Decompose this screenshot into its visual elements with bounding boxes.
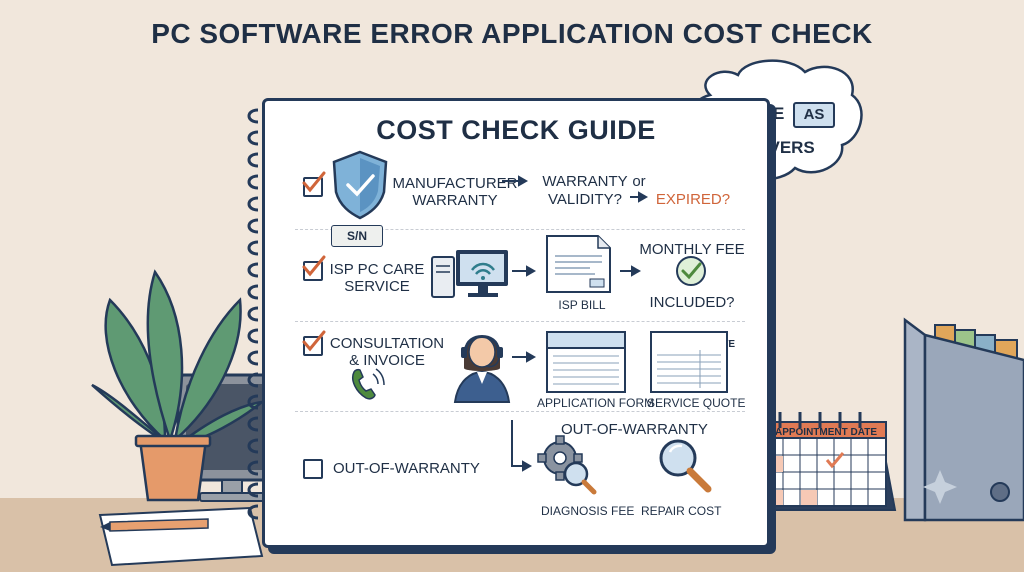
row-divider <box>295 229 745 230</box>
row-divider <box>295 321 745 322</box>
plant-icon <box>91 269 267 502</box>
application-form-caption: APPLICATION FORM <box>537 396 655 410</box>
row2-label-line1: ISP PC CARE <box>329 261 425 278</box>
row1-question-line1: WARRANTY <box>542 173 628 190</box>
checkbox-manufacturer-warranty[interactable] <box>303 177 323 197</box>
checkbox-out-of-warranty[interactable] <box>303 459 323 479</box>
row1-expired: EXPIRED? <box>655 191 731 208</box>
row2-result-line1: MONTHLY FEE <box>639 241 745 258</box>
repair-cost-caption: REPAIR COST <box>641 504 722 518</box>
guide-title: COST CHECK GUIDE <box>376 115 656 145</box>
isp-bill-caption: ISP BILL <box>558 298 606 312</box>
row-divider <box>295 411 745 412</box>
cost-check-notebook: COST CHECK GUIDE S/N MANUFACTURER WARRAN… <box>262 98 770 548</box>
paper-pencil-icon <box>98 506 264 567</box>
file-holder-icon <box>903 317 1024 522</box>
checkbox-consultation[interactable] <box>303 336 323 356</box>
row1-label-line1: MANUFACTURER <box>392 175 518 192</box>
diagnosis-fee-caption: DIAGNOSIS FEE <box>541 504 635 518</box>
row3-label-line1: CONSULTATION <box>329 335 445 352</box>
row2-label-line2: SERVICE <box>344 278 410 295</box>
application-form-title: APPLICATION <box>555 339 623 350</box>
row1-or: or <box>632 173 646 190</box>
service-quote-caption: SERVICE QUOTE <box>647 396 746 410</box>
calendar-icon <box>758 412 897 511</box>
row1-label-line2: WARRANTY <box>412 192 498 209</box>
row3-label-line2: & INVOICE <box>349 352 425 369</box>
service-quote-title: SERVICE QUOTE <box>653 339 736 350</box>
checkbox-isp-pc-care[interactable] <box>303 261 323 281</box>
calendar-label: APPOINTMENT DATE <box>774 427 878 438</box>
bubble-as-badge: AS <box>793 102 835 128</box>
row4-label: OUT-OF-WARRANTY <box>333 460 480 477</box>
isp-bill-doc-title: ISP BILL <box>557 241 598 252</box>
row1-question-line2: VALIDITY? <box>548 191 622 208</box>
row2-result-line2: INCLUDED? <box>649 294 735 311</box>
serial-number-badge: S/N <box>331 225 383 247</box>
row4-header: OUT-OF-WARRANTY <box>561 421 708 438</box>
page-title: PC SOFTWARE ERROR APPLICATION COST CHECK <box>151 18 873 49</box>
